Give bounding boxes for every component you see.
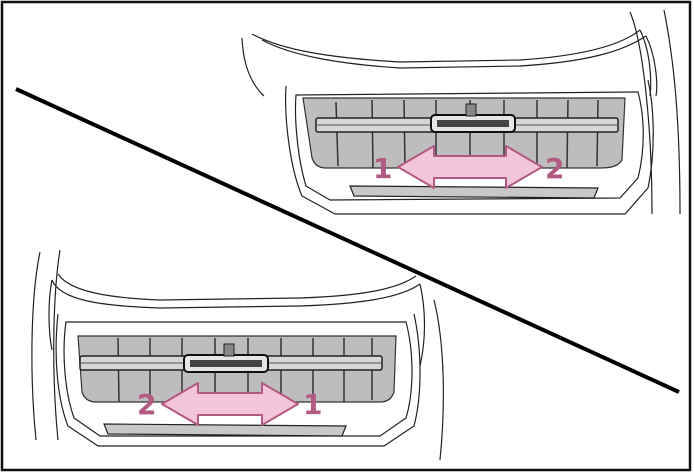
- upper-arrow-label-right: 2: [545, 152, 564, 185]
- lower-console-housing: [31, 249, 444, 461]
- upper-panel: 1 2: [241, 9, 681, 215]
- upper-double-arrow: [397, 145, 543, 189]
- lower-double-arrow: [161, 382, 299, 426]
- lower-panel: 2 1: [31, 249, 444, 461]
- lower-arrow-label-left: 2: [137, 388, 156, 421]
- lower-vent-grille: [77, 335, 397, 437]
- upper-console-housing: [241, 9, 681, 215]
- lower-arrow-label-right: 1: [303, 388, 322, 421]
- upper-vent-grille: [302, 97, 626, 199]
- panel-divider-line: [15, 87, 680, 394]
- upper-arrow-label-left: 1: [373, 152, 392, 185]
